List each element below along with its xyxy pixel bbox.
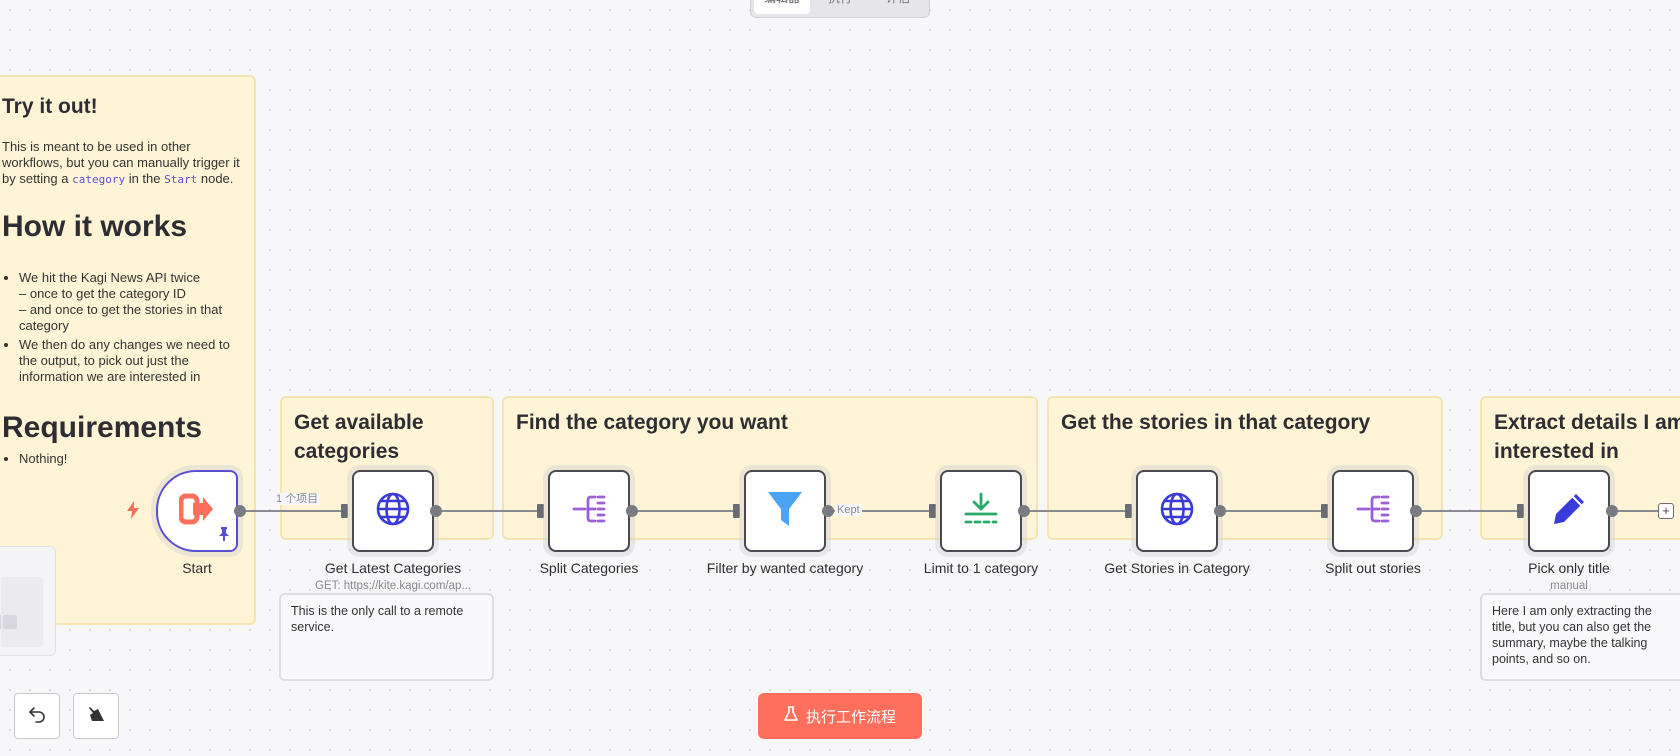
sticky-note-intro[interactable]: Try it out! This is meant to be used in … xyxy=(0,75,256,625)
filter-icon xyxy=(767,490,803,533)
execute-workflow-button[interactable]: 执行工作流程 xyxy=(758,693,922,739)
tab-editor[interactable]: 编辑器 xyxy=(754,0,810,14)
how-list: We hit the Kagi News API twice – once to… xyxy=(2,270,250,385)
node-split-stories[interactable] xyxy=(1332,470,1414,552)
node-label: Start xyxy=(182,560,212,576)
pin-icon xyxy=(218,527,230,546)
input-port[interactable] xyxy=(537,504,544,518)
requirements-heading: Requirements xyxy=(2,411,203,444)
note-remote-call[interactable]: This is the only call to a remote servic… xyxy=(279,593,494,681)
input-port[interactable] xyxy=(733,504,740,518)
list-item: We hit the Kagi News API twice – once to… xyxy=(19,270,250,334)
node-filter-by-category[interactable] xyxy=(744,470,826,552)
connection[interactable] xyxy=(1220,510,1324,512)
pencil-icon xyxy=(1551,491,1587,532)
globe-icon xyxy=(1159,491,1195,532)
split-icon xyxy=(571,491,607,532)
node-limit[interactable] xyxy=(940,470,1022,552)
list-item: Nothing! xyxy=(19,451,250,467)
lightning-icon xyxy=(126,501,140,524)
output-port[interactable] xyxy=(1606,505,1618,517)
output-port[interactable] xyxy=(1018,505,1030,517)
node-get-stories[interactable] xyxy=(1136,470,1218,552)
tab-evaluations[interactable]: 评估 xyxy=(870,0,926,14)
node-label: Filter by wanted category xyxy=(706,560,864,576)
undo-icon xyxy=(28,705,46,728)
split-icon xyxy=(1355,491,1391,532)
globe-icon xyxy=(375,491,411,532)
input-port[interactable] xyxy=(1125,504,1132,518)
broom-icon xyxy=(86,704,106,729)
node-split-categories[interactable] xyxy=(548,470,630,552)
flask-icon xyxy=(784,706,798,726)
node-label: Limit to 1 category xyxy=(923,560,1039,576)
connection[interactable] xyxy=(436,510,540,512)
node-subtitle: manual xyxy=(1550,580,1588,592)
list-item: We then do any changes we need to the ou… xyxy=(19,337,250,385)
execute-workflow-label: 执行工作流程 xyxy=(805,707,896,726)
node-label: Pick only title xyxy=(1528,560,1610,576)
connection[interactable] xyxy=(240,510,344,512)
group-title: Find the category you want xyxy=(516,411,788,434)
kept-label: Kept xyxy=(835,504,862,516)
limit-icon xyxy=(963,491,999,532)
input-port[interactable] xyxy=(929,504,936,518)
group-title: Get available categories xyxy=(294,411,424,463)
note-extract-title[interactable]: Here I am only extracting the title, but… xyxy=(1480,593,1680,681)
code-start: Start xyxy=(164,173,198,186)
connection[interactable] xyxy=(1024,510,1128,512)
group-title: Get the stories in that category xyxy=(1061,411,1371,434)
input-port[interactable] xyxy=(1321,504,1328,518)
how-heading: How it works xyxy=(2,210,188,243)
connection[interactable] xyxy=(828,510,932,512)
node-label: Get Stories in Category xyxy=(1104,560,1250,576)
output-port[interactable] xyxy=(234,505,246,517)
minimap[interactable] xyxy=(0,546,56,656)
connection[interactable] xyxy=(632,510,736,512)
tab-executions[interactable]: 执行 xyxy=(812,0,868,14)
node-pick-title[interactable] xyxy=(1528,470,1610,552)
node-label: Split Categories xyxy=(539,560,639,576)
requirements-list: Nothing! xyxy=(2,451,250,467)
item-count-label: 1 个项目 xyxy=(274,493,321,505)
node-label: Get Latest Categories xyxy=(324,560,462,576)
connection[interactable] xyxy=(1416,510,1520,512)
node-get-latest-categories[interactable] xyxy=(352,470,434,552)
tidy-up-button[interactable] xyxy=(73,693,119,739)
connection xyxy=(1612,510,1662,512)
output-port[interactable] xyxy=(822,505,834,517)
output-port[interactable] xyxy=(1410,505,1422,517)
view-tabs: 编辑器 执行 评估 xyxy=(750,0,930,18)
add-node-plus-icon[interactable]: + xyxy=(1658,503,1674,519)
node-start[interactable] xyxy=(156,470,238,552)
note-intro: This is meant to be used in other workfl… xyxy=(2,139,240,186)
group-title: Extract details I am interested in xyxy=(1494,411,1680,463)
node-subtitle: GET: https://kite.kagi.com/ap... xyxy=(315,580,471,592)
undo-button[interactable] xyxy=(14,693,60,739)
output-port[interactable] xyxy=(626,505,638,517)
input-port[interactable] xyxy=(341,504,348,518)
exit-arrow-icon xyxy=(178,491,215,532)
output-port[interactable] xyxy=(1214,505,1226,517)
node-label: Split out stories xyxy=(1325,560,1421,576)
input-port[interactable] xyxy=(1517,504,1524,518)
code-category: category xyxy=(72,173,126,186)
output-port[interactable] xyxy=(430,505,442,517)
note-title: Try it out! xyxy=(2,95,98,118)
